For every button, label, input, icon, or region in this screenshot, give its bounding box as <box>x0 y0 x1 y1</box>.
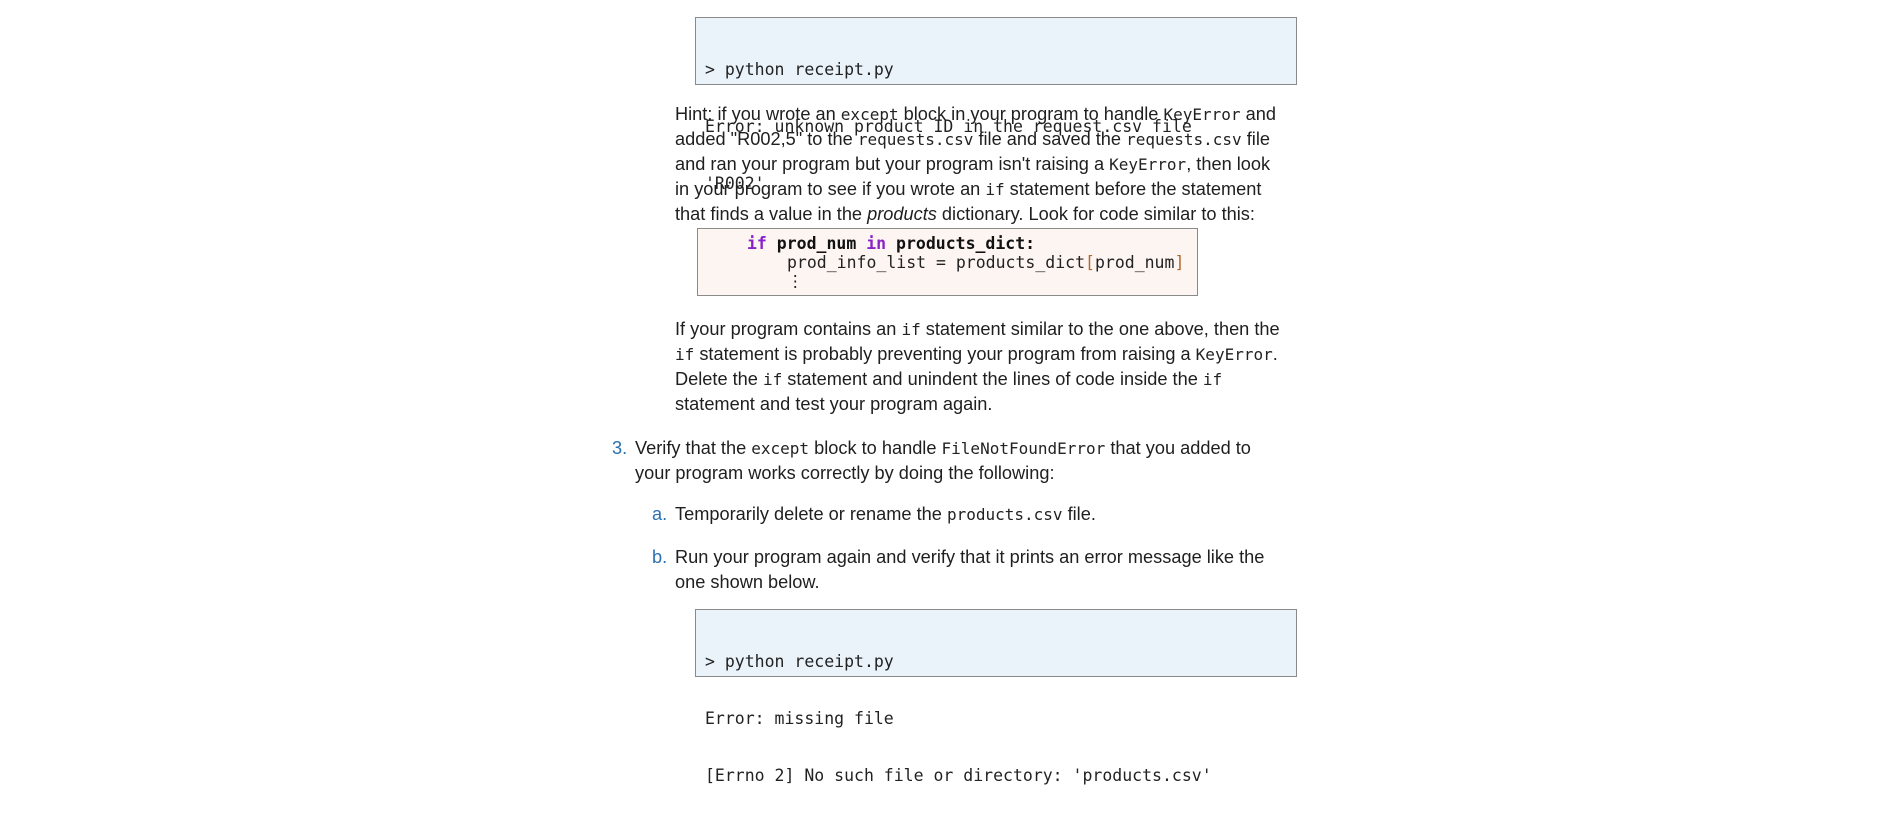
text-run: statement and test your program again. <box>675 394 993 414</box>
text-run: Run your program again and verify that i… <box>675 547 1265 567</box>
text-run: one shown below. <box>675 572 820 592</box>
list-marker-a: a. <box>652 504 668 524</box>
text-run: block in your program to handle <box>898 104 1164 124</box>
inline-code: products.csv <box>946 505 1063 524</box>
text-run: and <box>1240 104 1276 124</box>
inline-code: requests.csv <box>1126 130 1242 149</box>
text-run: file and saved the <box>973 129 1127 149</box>
text-run: statement and unindent the lines of code… <box>782 369 1203 389</box>
text-run: file <box>1241 129 1270 149</box>
console-line: 'R002' <box>705 174 765 193</box>
text-run: , then look <box>1186 154 1271 174</box>
inline-code: FileNotFoundError <box>941 439 1106 458</box>
inline-code: if <box>1202 370 1223 389</box>
code-text: prod_num <box>766 234 867 253</box>
code-keyword: in <box>866 234 887 253</box>
hint-paragraph: Hint: if you wrote an except block in yo… <box>675 102 1310 227</box>
text-run: Temporarily delete or rename the <box>675 504 947 524</box>
text-run: added "R002,5" to the <box>675 129 858 149</box>
inline-code: if <box>675 345 695 364</box>
inline-code: if <box>762 370 783 389</box>
code-text: prod_info_list = products_dict <box>787 253 1086 272</box>
list-marker-b: b. <box>652 547 668 567</box>
list-marker-3: 3. <box>612 438 628 458</box>
console-output-unknown-product: > python receipt.py Error: unknown produ… <box>695 17 1297 193</box>
inline-code: except <box>751 439 810 458</box>
text-run: Delete the <box>675 369 763 389</box>
list-item-step-b: Run your program again and verify that i… <box>675 545 1264 595</box>
console-line: [Errno 2] No such file or directory: 'pr… <box>705 766 1212 785</box>
code-keyword: if <box>747 234 767 253</box>
document-page: > python receipt.py Error: unknown produ… <box>612 17 1310 785</box>
text-run: statement is probably preventing your pr… <box>694 344 1196 364</box>
inline-code: if <box>985 180 1005 199</box>
emphasis-text: products <box>867 204 937 224</box>
text-run: that finds a value in the <box>675 204 868 224</box>
text-run: in your program to see if you wrote an <box>675 179 986 199</box>
list-item-step-a: Temporarily delete or rename the product… <box>675 502 1096 527</box>
inline-code: requests.csv <box>857 130 974 149</box>
code-ellipsis: ⋮ <box>787 272 804 291</box>
text-run: Verify that the <box>635 438 752 458</box>
code-text: products_dict: <box>886 234 1036 253</box>
console-line: Error: missing file <box>705 709 894 728</box>
inline-code: KeyError <box>1195 345 1273 364</box>
if-statement-paragraph: If your program contains an if statement… <box>675 317 1310 417</box>
text-run: statement before the statement <box>1004 179 1262 199</box>
code-line: if prod_num in products_dict: <box>747 234 1035 253</box>
code-line: prod_info_list = products_dict[prod_num] <box>787 253 1184 272</box>
text-run: and ran your program but your program is… <box>675 154 1110 174</box>
inline-code: if <box>901 320 921 339</box>
console-line: > python receipt.py <box>705 60 894 79</box>
code-sample-block: if prod_num in products_dict: prod_info_… <box>697 228 1198 296</box>
inline-code: except <box>840 105 899 124</box>
list-item-step-3: Verify that the except block to handle F… <box>635 436 1251 486</box>
console-output-missing-file: > python receipt.py Error: missing file … <box>695 609 1297 785</box>
inline-code: KeyError <box>1163 105 1241 124</box>
text-run: your program works correctly by doing th… <box>635 463 1055 483</box>
text-run: that you added to <box>1105 438 1251 458</box>
text-run: If your program contains an <box>675 319 902 339</box>
text-run: . <box>1272 344 1278 364</box>
text-run: dictionary. Look for code similar to thi… <box>936 204 1255 224</box>
code-text: prod_num <box>1094 253 1175 272</box>
code-bracket: [ <box>1085 253 1095 272</box>
inline-code: KeyError <box>1109 155 1187 174</box>
code-bracket: ] <box>1174 253 1185 272</box>
console-line: > python receipt.py <box>705 652 894 671</box>
console-line: Error: unknown product ID in the request… <box>705 117 1192 136</box>
text-run: block to handle <box>809 438 942 458</box>
text-run: statement similar to the one above, then… <box>920 319 1280 339</box>
text-run: Hint: if you wrote an <box>675 104 841 124</box>
text-run: file. <box>1062 504 1096 524</box>
